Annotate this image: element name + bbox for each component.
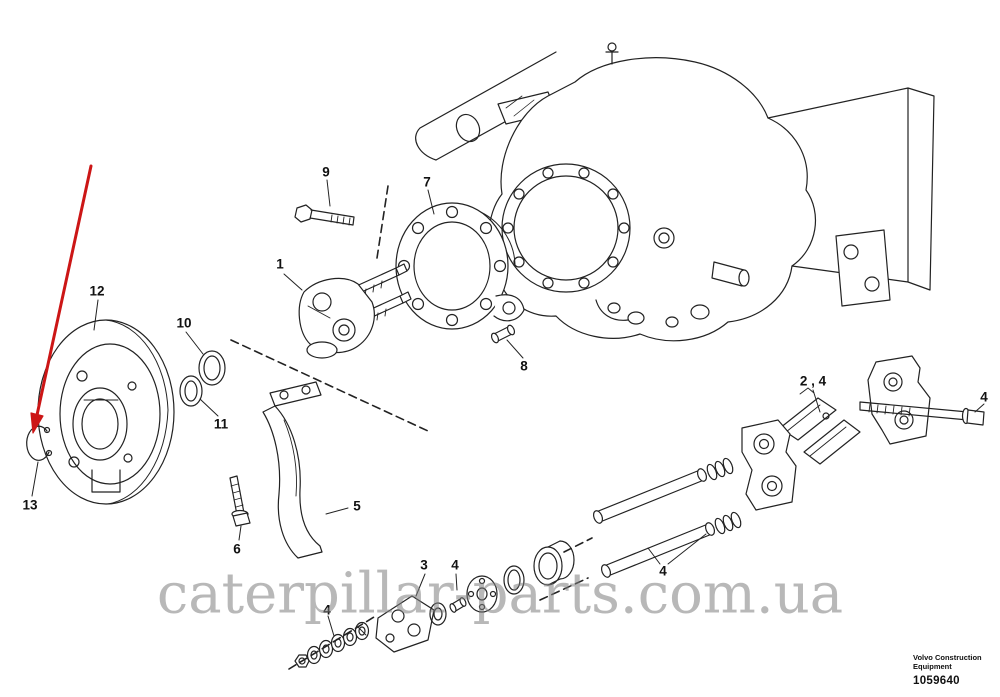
callout-6: 6	[233, 541, 241, 557]
leader-lines	[31, 179, 985, 637]
guide-pins	[592, 419, 797, 578]
callout-4-fastener-set: 4	[323, 602, 331, 618]
brake-pads	[779, 387, 861, 465]
snap-ring-13	[26, 425, 53, 461]
pin-kit	[375, 540, 575, 653]
callout-13: 13	[22, 497, 38, 513]
callout-9: 9	[322, 164, 330, 180]
brake-disc	[37, 319, 175, 505]
retainer-bolt-4	[859, 401, 985, 426]
callout-3: 3	[420, 557, 428, 573]
callout-2-4: 2 , 4	[799, 373, 827, 389]
callout-4-guide-pins: 4	[659, 563, 667, 579]
flange-plate	[395, 202, 525, 330]
figure-part-number: 1059640	[913, 674, 960, 687]
callout-1: 1	[276, 256, 284, 272]
callout-7: 7	[423, 174, 431, 190]
brand-line-2: Equipment	[913, 662, 952, 672]
assembly-dash-lines	[230, 185, 593, 670]
callout-4-retainer-bolt: 4	[980, 389, 988, 405]
callout-8: 8	[520, 358, 528, 374]
callout-10: 10	[176, 315, 192, 331]
pin-8	[490, 324, 516, 344]
callout-5: 5	[353, 498, 361, 514]
axle-housing	[415, 42, 935, 342]
callout-4-pin-kit: 4	[451, 557, 459, 573]
o-ring-10	[198, 350, 226, 386]
pad-retainer	[867, 355, 931, 445]
caliper-anchor	[298, 263, 412, 359]
callout-11: 11	[213, 416, 229, 432]
callout-12: 12	[89, 283, 105, 299]
brand-block: Volvo Construction Equipment 1059640	[913, 653, 982, 688]
washer-11	[179, 375, 203, 407]
support-bracket	[262, 381, 323, 559]
brand-line-1: Volvo Construction	[913, 653, 982, 662]
bolt-6	[229, 475, 251, 527]
bolt-9	[294, 204, 355, 226]
red-arrow	[30, 164, 93, 434]
